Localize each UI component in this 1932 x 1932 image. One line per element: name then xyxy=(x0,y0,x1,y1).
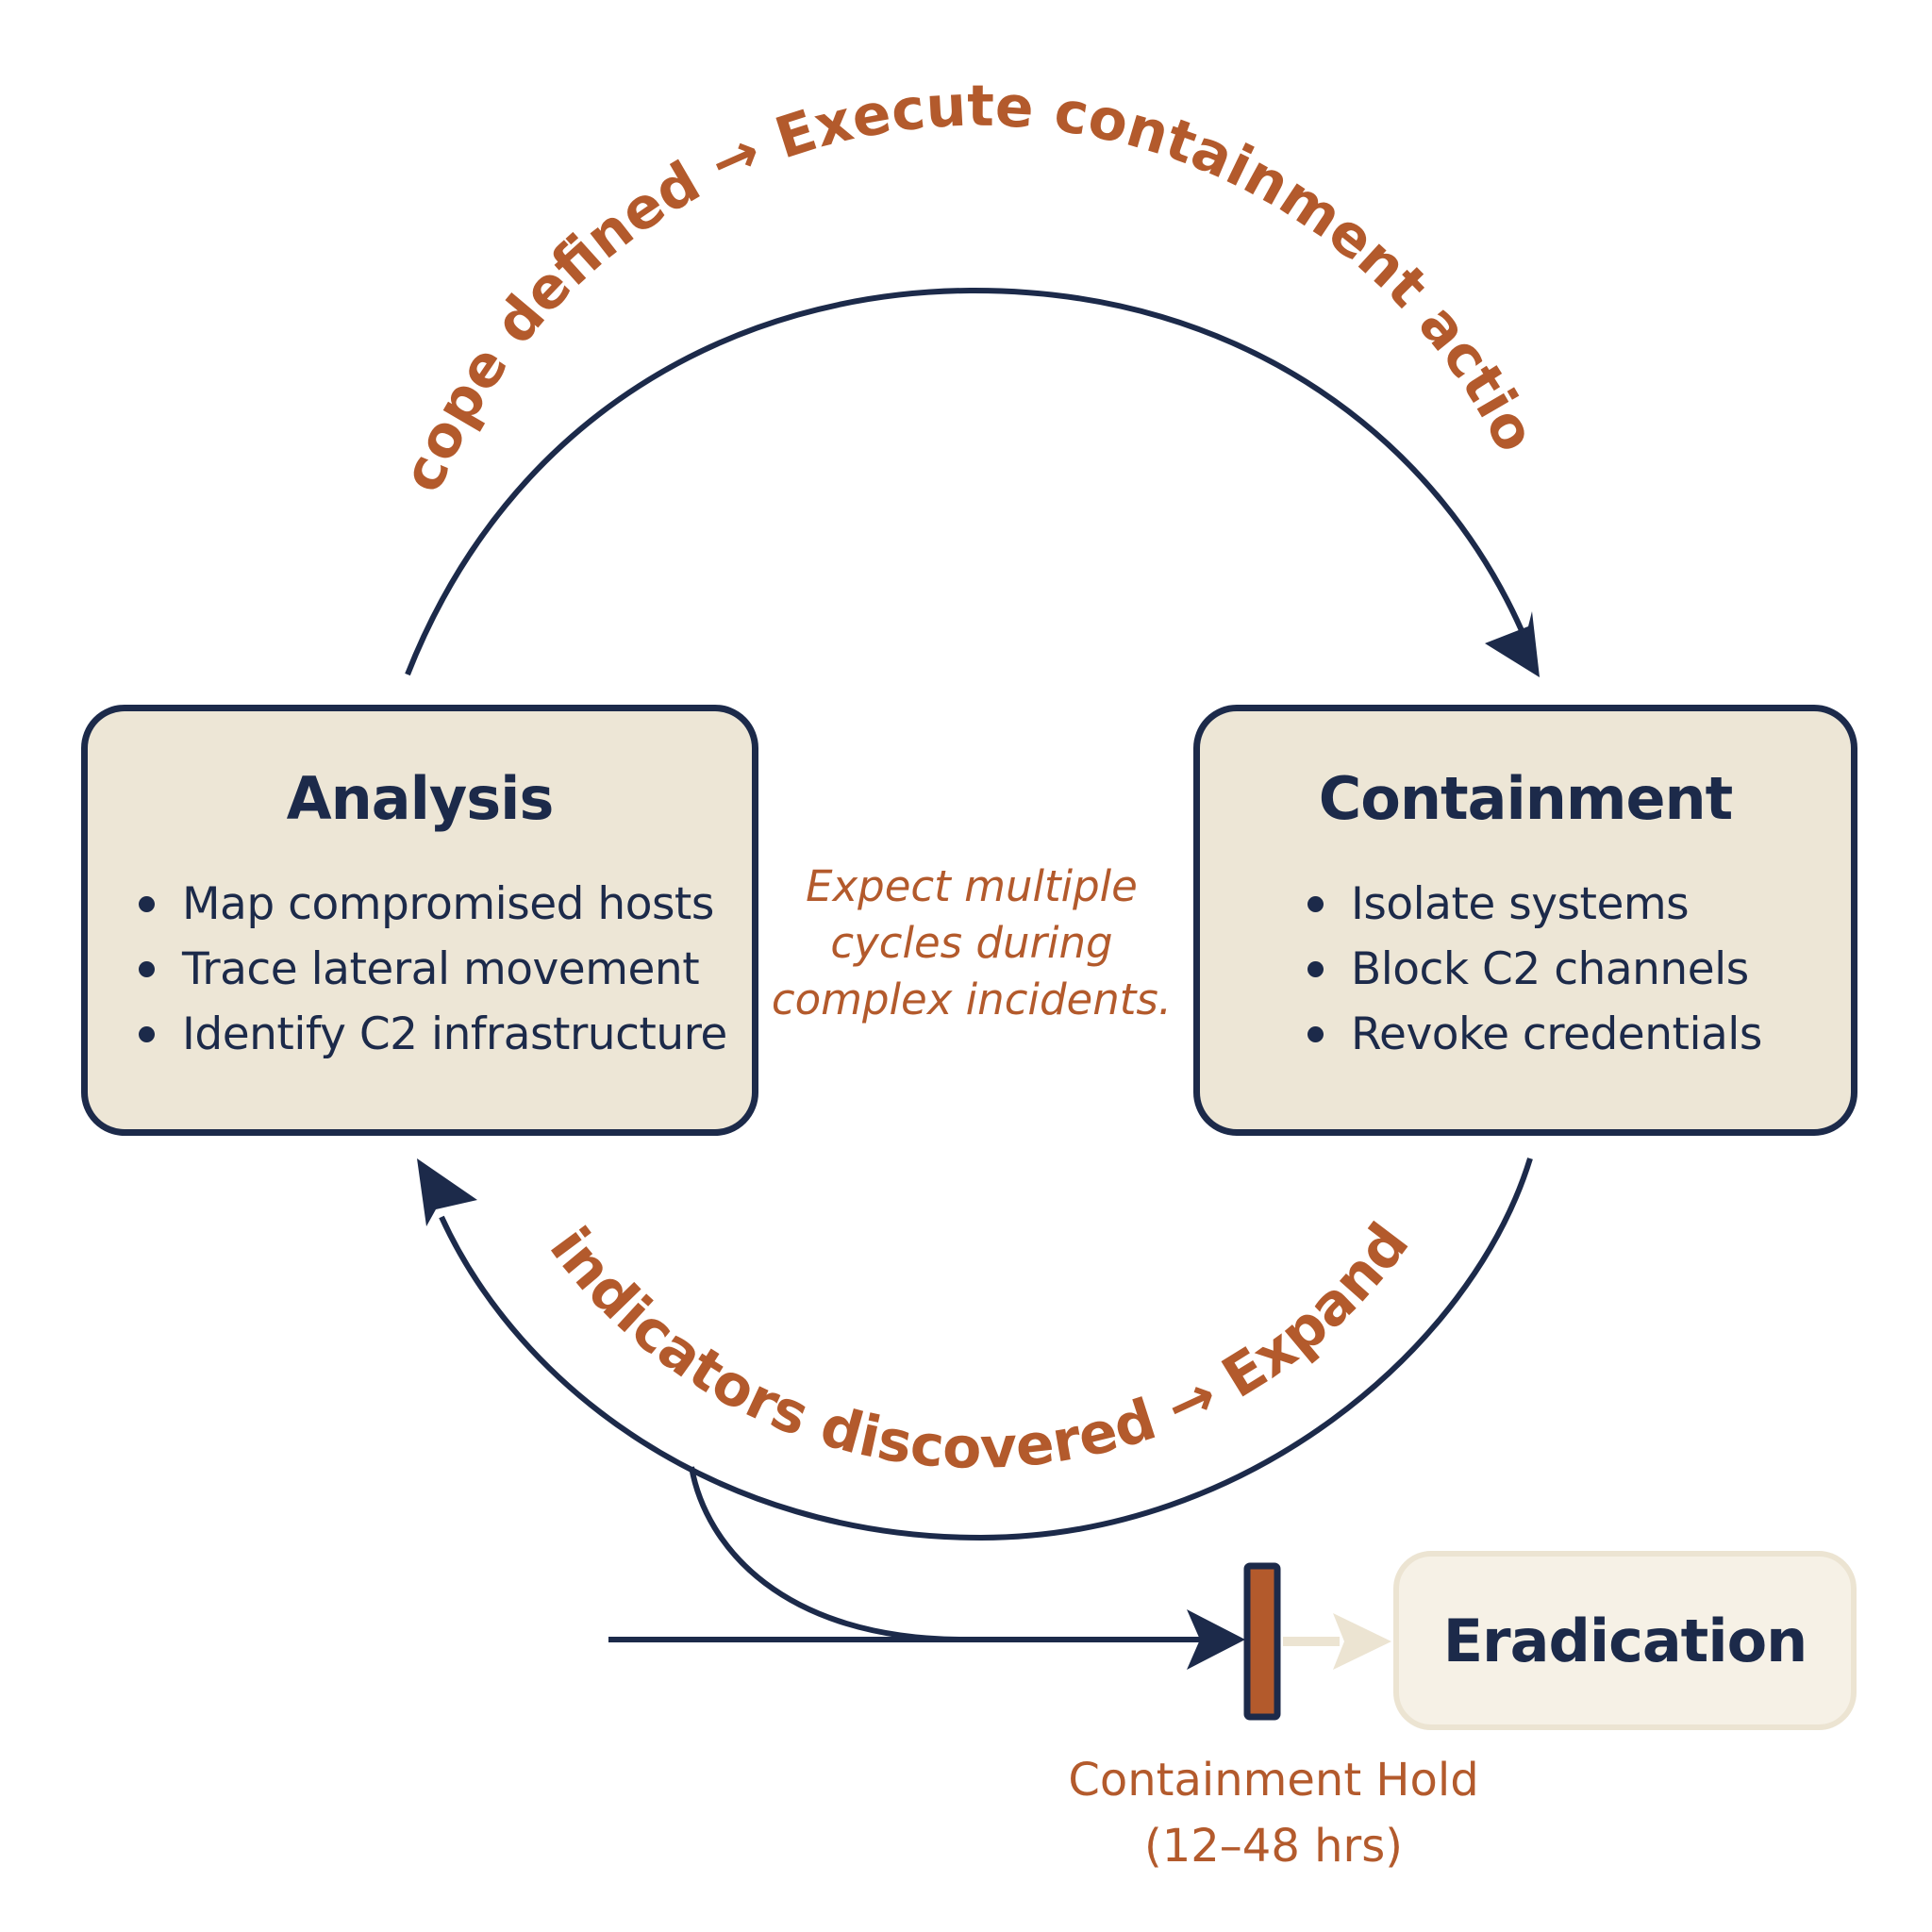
bottom-arrowhead-icon xyxy=(417,1158,477,1226)
hold-title: Containment Hold xyxy=(1068,1754,1479,1807)
exit-branch-arrow xyxy=(689,1466,963,1642)
analysis-box: Analysis Map compromised hosts Trace lat… xyxy=(81,705,758,1136)
analysis-list: Map compromised hosts Trace lateral move… xyxy=(139,872,727,1067)
list-item: Identify C2 infrastructure xyxy=(139,1002,727,1067)
analysis-title: Analysis xyxy=(286,764,555,833)
list-item: Block C2 channels xyxy=(1307,937,1762,1002)
bottom-cycle-arrow xyxy=(439,1158,1533,1541)
list-item: Revoke credentials xyxy=(1307,1002,1762,1067)
containment-title: Containment xyxy=(1318,764,1734,833)
top-arrowhead-icon xyxy=(1485,611,1540,677)
eradication-title: Eradication xyxy=(1442,1606,1808,1675)
list-item: Trace lateral movement xyxy=(139,937,727,1002)
top-arc-label: Scope defined → Execute containment acti… xyxy=(0,0,1549,501)
top-cycle-arrow xyxy=(405,287,1529,676)
list-item: Map compromised hosts xyxy=(139,872,727,937)
hold-arrowhead-icon xyxy=(1187,1609,1245,1670)
hold-duration: (12–48 hrs) xyxy=(1143,1820,1404,1873)
containment-hold-label: Containment Hold (12–48 hrs) xyxy=(1038,1747,1509,1879)
containment-hold-bar xyxy=(1243,1562,1281,1721)
cycle-note: Expect multiple cycles during complex in… xyxy=(771,861,1173,1024)
containment-box: Containment Isolate systems Block C2 cha… xyxy=(1193,705,1857,1136)
list-item: Isolate systems xyxy=(1307,872,1762,937)
containment-list: Isolate systems Block C2 channels Revoke… xyxy=(1307,872,1762,1067)
eradication-box: Eradication xyxy=(1393,1551,1857,1730)
faded-arrowhead-icon xyxy=(1333,1613,1391,1670)
